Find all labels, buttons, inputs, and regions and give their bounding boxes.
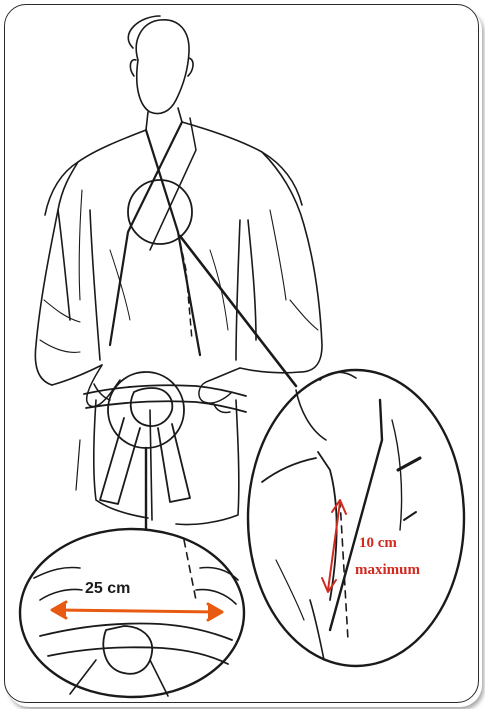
right-sleeve: [240, 152, 322, 373]
lapel-measure-note-label: maximum: [355, 562, 420, 579]
left-sleeve: [35, 162, 102, 385]
lapel-measure-value-label: 10 cm: [359, 535, 397, 552]
lapels: [110, 118, 200, 355]
belt-measure-label: 25 cm: [85, 580, 130, 598]
torso: [90, 210, 240, 525]
head: [128, 16, 193, 114]
lapel-inset: [248, 370, 464, 666]
